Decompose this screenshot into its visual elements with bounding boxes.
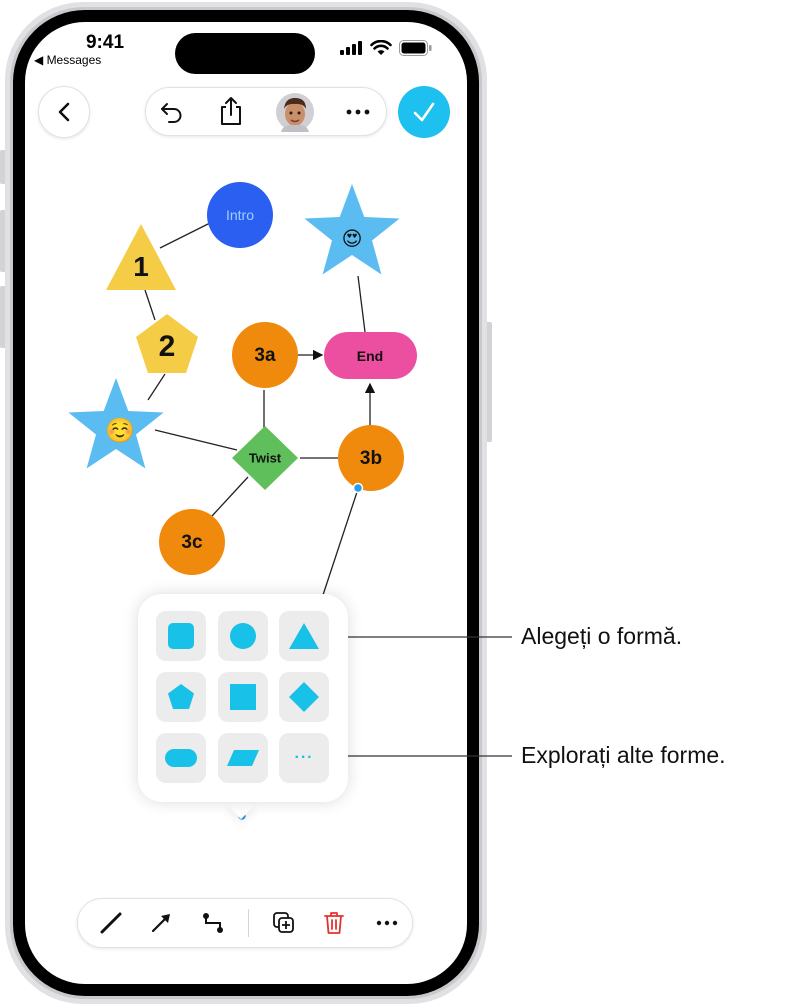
node-end[interactable] [324,332,417,379]
circle-shape-icon [230,623,256,649]
top-actions-bar [145,87,387,136]
shape-option-square[interactable] [218,672,268,722]
share-icon [221,97,241,125]
duplicate-button[interactable] [269,908,299,938]
node-1-triangle[interactable] [106,224,176,290]
connector-line [357,275,366,333]
node-intro[interactable] [207,182,273,248]
dynamic-island [175,33,315,74]
shape-option-capsule[interactable] [156,733,206,783]
rounded-square-shape-icon [168,623,194,649]
node-intro-label: Intro [225,207,255,223]
toolbar-divider [248,909,249,937]
bottom-toolbar [77,898,413,948]
active-connector-line [321,488,359,599]
capsule-shape-icon [165,749,197,767]
node-2-label: 2 [158,330,176,363]
node-3c[interactable] [159,509,225,575]
shape-option-parallelogram[interactable] [218,733,268,783]
back-to-messages-link[interactable]: ◀ Messages [34,53,102,67]
square-shape-icon [230,684,256,710]
connector-line [211,476,249,517]
parallelogram-shape-icon [227,750,259,766]
node-3a-label: 3a [254,345,276,366]
checkmark-icon [413,102,435,122]
line-icon [100,912,122,934]
callout-choose-shape: Alegeți o formă. [521,623,683,649]
node-star-top[interactable] [304,184,400,275]
done-button[interactable] [398,86,450,138]
line-tool-button[interactable] [96,908,126,938]
shape-option-more[interactable]: ··· [279,733,329,783]
more-icon [376,920,398,926]
arrow-tool-button[interactable] [146,908,176,938]
connector-line [147,373,166,401]
connector-line [154,429,238,451]
node-2-pentagon[interactable] [136,314,198,373]
node-twist-label: Twist [248,450,282,466]
node-3c-label: 3c [181,532,203,553]
node-end-label: End [356,348,384,364]
back-button[interactable] [38,86,90,138]
share-button[interactable] [214,94,248,128]
connector-line [144,289,156,321]
node-star-left[interactable] [68,378,164,469]
more-options-button[interactable] [341,96,375,128]
node-1-label: 1 [133,251,149,282]
node-3a[interactable] [232,322,298,388]
node-star-top-emoji: 😍 [341,228,363,251]
node-3b-label: 3b [359,448,383,469]
arrow-icon [151,914,170,933]
delete-icon [324,912,344,934]
shape-picker-popover: ··· [138,594,348,802]
shape-option-diamond[interactable] [279,672,329,722]
shape-option-pentagon[interactable] [156,672,206,722]
node-3b[interactable] [338,425,404,491]
node-twist-diamond[interactable] [232,426,298,490]
wifi-icon [370,39,392,61]
collaborator-avatar[interactable] [275,92,315,132]
connector-icon [203,913,223,933]
pentagon-shape-icon [168,684,194,709]
battery-icon [399,40,433,61]
connection-handle[interactable] [352,482,364,494]
triangle-shape-icon [289,623,319,649]
duplicate-icon [273,912,294,933]
cellular-icon [340,40,364,61]
diamond-shape-icon [289,682,319,712]
undo-icon [161,103,182,123]
node-star-left-emoji: ☺️ [105,417,135,445]
callout-explore-shapes: Explorați alte forme. [521,742,726,768]
undo-button[interactable] [156,96,188,128]
avatar-memoji-icon [276,93,314,132]
connector-line [159,221,213,249]
chevron-left-icon [58,102,70,122]
toolbar-more-button[interactable] [372,908,402,938]
delete-button[interactable] [319,908,349,938]
ellipsis-icon [346,109,370,115]
shape-option-circle[interactable] [218,611,268,661]
shape-option-rounded-square[interactable] [156,611,206,661]
connection-lines [144,221,376,599]
more-shapes-ellipsis-icon: ··· [294,749,314,766]
status-time: 9:41 [85,32,125,53]
shape-option-triangle[interactable] [279,611,329,661]
connector-tool-button[interactable] [198,908,228,938]
